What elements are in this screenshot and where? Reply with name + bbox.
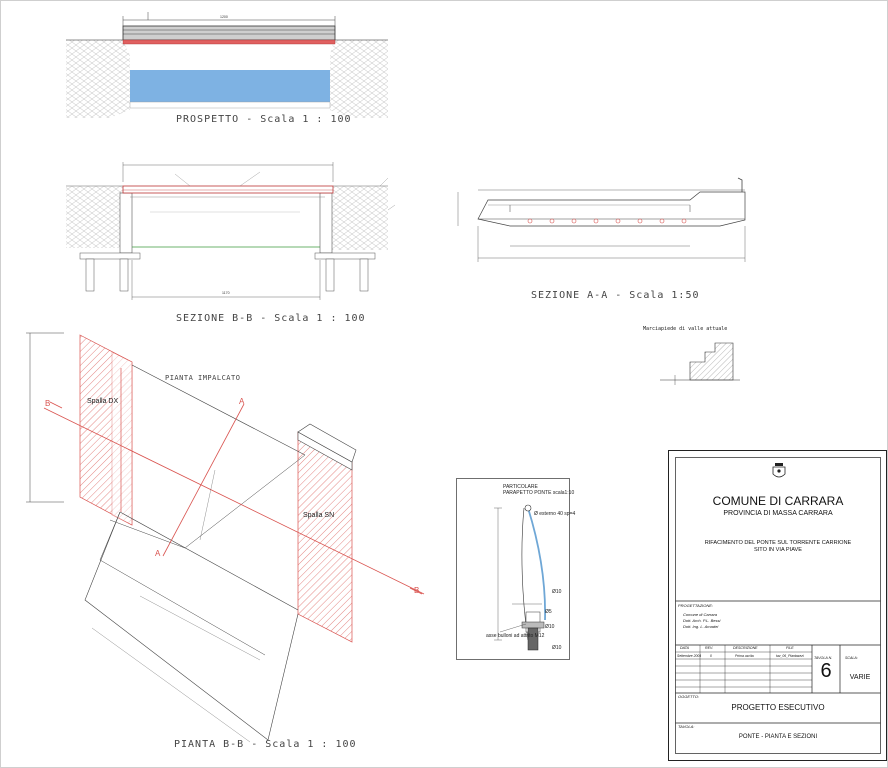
sezione-bb-title: SEZIONE B-B - Scala 1 : 100 bbox=[176, 313, 366, 324]
spalla-sn-label: Spalla SN bbox=[303, 512, 335, 519]
particolare-title: PARTICOLARE bbox=[503, 484, 538, 490]
oggetto-value: PROGETTO ESECUTIVO bbox=[731, 703, 825, 712]
row-data: Settembre 2004 bbox=[677, 654, 702, 658]
progetto-line-2: SITO IN VIA PIAVE bbox=[754, 547, 802, 553]
pianta-label: PIANTA IMPALCATO bbox=[165, 374, 241, 382]
section-marker-a-top: A bbox=[239, 397, 245, 406]
col-tavola: TAVOLA N. bbox=[814, 656, 833, 660]
marciapiede-detail bbox=[660, 342, 740, 385]
sezione-bb-span: 1170 bbox=[222, 291, 230, 295]
parapetto-dim-2: Ø5 bbox=[545, 609, 552, 615]
progetto-line-1: RIFACIMENTO DEL PONTE SUL TORRENTE CARRI… bbox=[704, 540, 852, 546]
sezione-bb-section bbox=[66, 162, 396, 300]
prospetto-elevation bbox=[66, 12, 388, 118]
comune-name: COMUNE DI CARRARA bbox=[712, 494, 844, 508]
col-scala: SCALA: bbox=[845, 656, 858, 660]
progettazione-line-1: Comune di Carrara bbox=[683, 612, 718, 617]
parapetto-dim-1: Ø10 bbox=[552, 589, 562, 595]
prospetto-span: 1200 bbox=[220, 15, 228, 19]
row-file: tav_06_Piantasezi bbox=[776, 654, 804, 658]
sezione-aa-section bbox=[457, 177, 746, 262]
tavola-value: PONTE - PIANTA E SEZIONI bbox=[738, 734, 818, 740]
parapetto-dim-3: Ø10 bbox=[545, 624, 555, 630]
spalla-dx-label: Spalla DX bbox=[87, 398, 119, 405]
section-marker-b-right: B bbox=[414, 586, 420, 595]
marciapiede-label: Marciapiede di valle attuale bbox=[643, 326, 728, 332]
particolare-detail bbox=[456, 478, 570, 660]
col-file: FILE bbox=[786, 646, 794, 650]
col-data: DATA bbox=[680, 646, 690, 650]
sezione-aa-title: SEZIONE A-A - Scala 1:50 bbox=[531, 290, 700, 301]
col-rev: REV. bbox=[705, 646, 714, 650]
prospetto-title: PROSPETTO - Scala 1 : 100 bbox=[176, 114, 352, 125]
col-descrizione: DESCRIZIONE bbox=[733, 646, 758, 650]
scala-value: VARIE bbox=[849, 674, 871, 681]
pianta-plan bbox=[26, 332, 425, 743]
particolare-subtitle: PARAPETTO PONTE scala1:10 bbox=[503, 490, 575, 496]
progettazione-label: PROGETTAZIONE: bbox=[678, 603, 714, 608]
progettazione-line-3: Dott. Ing. L. Amadei bbox=[683, 624, 719, 629]
parapetto-dim-4: Ø10 bbox=[552, 645, 562, 651]
tavola-number: 6 bbox=[820, 660, 832, 682]
pianta-title: PIANTA B-B - Scala 1 : 100 bbox=[174, 739, 357, 750]
section-marker-b-left: B bbox=[45, 399, 51, 408]
tavola-label: TAVOLA: bbox=[678, 724, 695, 729]
parapetto-note-tube: Ø esterno 40 sp=4 bbox=[534, 511, 576, 517]
comune-crest bbox=[772, 463, 786, 478]
section-marker-a-bottom: A bbox=[155, 549, 161, 558]
provincia-name: PROVINCIA DI MASSA CARRARA bbox=[723, 510, 833, 517]
oggetto-label: OGGETTO: bbox=[678, 694, 700, 699]
title-block bbox=[668, 450, 887, 761]
row-descrizione: Prima uscita bbox=[735, 654, 754, 658]
row-rev: 0 bbox=[710, 654, 712, 658]
progettazione-line-2: Dott. Arch. P.L. Bessi bbox=[683, 618, 721, 623]
parapetto-note-bolts: asse bulloni ad attrito M12 bbox=[486, 633, 545, 639]
